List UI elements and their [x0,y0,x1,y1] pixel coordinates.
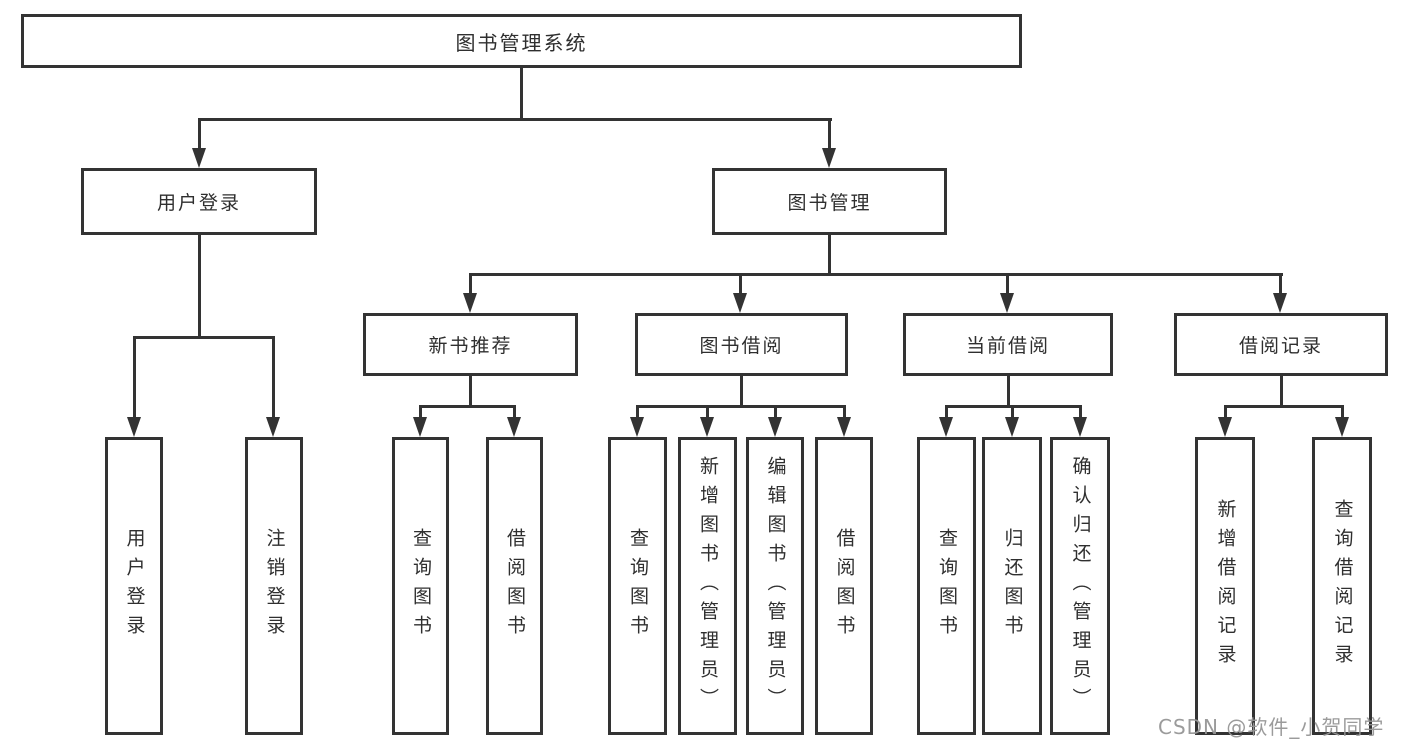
connector-line [1341,405,1344,419]
node-label: 确认归还（管理员） [1069,455,1092,717]
node-label: 查询图书 [410,528,432,644]
node-current-borrow: 当前借阅 [903,313,1113,376]
node-label: 用户登录 [156,192,241,214]
connector-line [1280,376,1283,405]
node-label: 新增图书（管理员） [697,455,719,717]
arrowhead-down-icon [1335,417,1349,437]
node-label: 归还图书 [1001,528,1024,644]
node-label: 图书管理 [787,192,872,214]
node-label: 新书推荐 [428,335,513,357]
node-label: 查询借阅记录 [1331,499,1354,673]
connector-line [1224,405,1344,408]
leaf-add-borrow-record: 新增借阅记录 [1195,437,1255,735]
arrowhead-down-icon [939,417,953,437]
node-label: 用户登录 [123,528,146,644]
arrowhead-down-icon [630,417,644,437]
csdn-watermark: CSDN @软件_小贺同学 [1158,715,1385,739]
node-label: 借阅图书 [504,528,526,644]
connector-line [740,376,743,405]
arrowhead-down-icon [1273,293,1287,313]
connector-line [198,118,201,150]
node-label: 借阅图书 [833,528,856,644]
arrowhead-down-icon [1000,293,1014,313]
arrowhead-down-icon [413,417,427,437]
arrowhead-down-icon [700,417,714,437]
connector-line [520,68,523,118]
leaf-query-books-current: 查询图书 [917,437,976,735]
connector-line [636,405,846,408]
node-label: 图书借阅 [699,335,784,357]
connector-line [1007,376,1010,405]
connector-line [133,336,136,419]
leaf-user-login: 用户登录 [105,437,163,735]
connector-line [1079,405,1082,419]
leaf-edit-book-admin: 编辑图书（管理员） [746,437,804,735]
connector-line [469,273,472,295]
arrowhead-down-icon [768,417,782,437]
node-new-book-recommend: 新书推荐 [363,313,578,376]
connector-line [945,405,948,419]
node-label: 借阅记录 [1238,335,1323,357]
node-borrow-records: 借阅记录 [1174,313,1388,376]
connector-line [419,405,516,408]
connector-line [739,273,742,295]
node-user-login: 用户登录 [81,168,317,235]
node-label: 当前借阅 [965,335,1050,357]
connector-line [513,405,516,419]
node-label: 图书管理系统 [455,30,588,55]
connector-line [469,376,472,405]
node-root-system: 图书管理系统 [21,14,1022,68]
leaf-return-book: 归还图书 [982,437,1042,735]
leaf-query-books-recommend: 查询图书 [392,437,449,735]
connector-line [706,405,709,419]
connector-line [1279,273,1282,295]
connector-line [198,118,832,121]
arrowhead-down-icon [837,417,851,437]
node-label: 查询图书 [627,528,649,644]
arrowhead-down-icon [822,148,836,168]
arrowhead-down-icon [127,417,141,437]
connector-line [133,336,274,339]
arrowhead-down-icon [1005,417,1019,437]
arrowhead-down-icon [1073,417,1087,437]
connector-line [843,405,846,419]
connector-line [774,405,777,419]
leaf-borrow-books-recommend: 借阅图书 [486,437,543,735]
node-label: 查询图书 [936,528,958,644]
connector-line [419,405,422,419]
leaf-query-borrow-record: 查询借阅记录 [1312,437,1372,735]
arrowhead-down-icon [463,293,477,313]
node-book-management: 图书管理 [712,168,947,235]
connector-line [1011,405,1014,419]
connector-line [636,405,639,419]
leaf-borrow-books: 借阅图书 [815,437,873,735]
connector-line [828,235,831,273]
connector-line [1006,273,1009,295]
leaf-query-books-borrow: 查询图书 [608,437,667,735]
connector-line [469,273,1283,276]
connector-line [1224,405,1227,419]
leaf-confirm-return-admin: 确认归还（管理员） [1050,437,1110,735]
connector-line [272,336,275,419]
leaf-logout: 注销登录 [245,437,303,735]
arrowhead-down-icon [266,417,280,437]
node-label: 注销登录 [263,528,286,644]
leaf-add-book-admin: 新增图书（管理员） [678,437,737,735]
node-label: 新增借阅记录 [1214,499,1237,673]
node-label: 编辑图书（管理员） [764,455,787,717]
arrowhead-down-icon [1218,417,1232,437]
arrowhead-down-icon [733,293,747,313]
node-book-borrow: 图书借阅 [635,313,848,376]
arrowhead-down-icon [507,417,521,437]
arrowhead-down-icon [192,148,206,168]
connector-line [828,118,831,150]
connector-line [198,235,201,336]
